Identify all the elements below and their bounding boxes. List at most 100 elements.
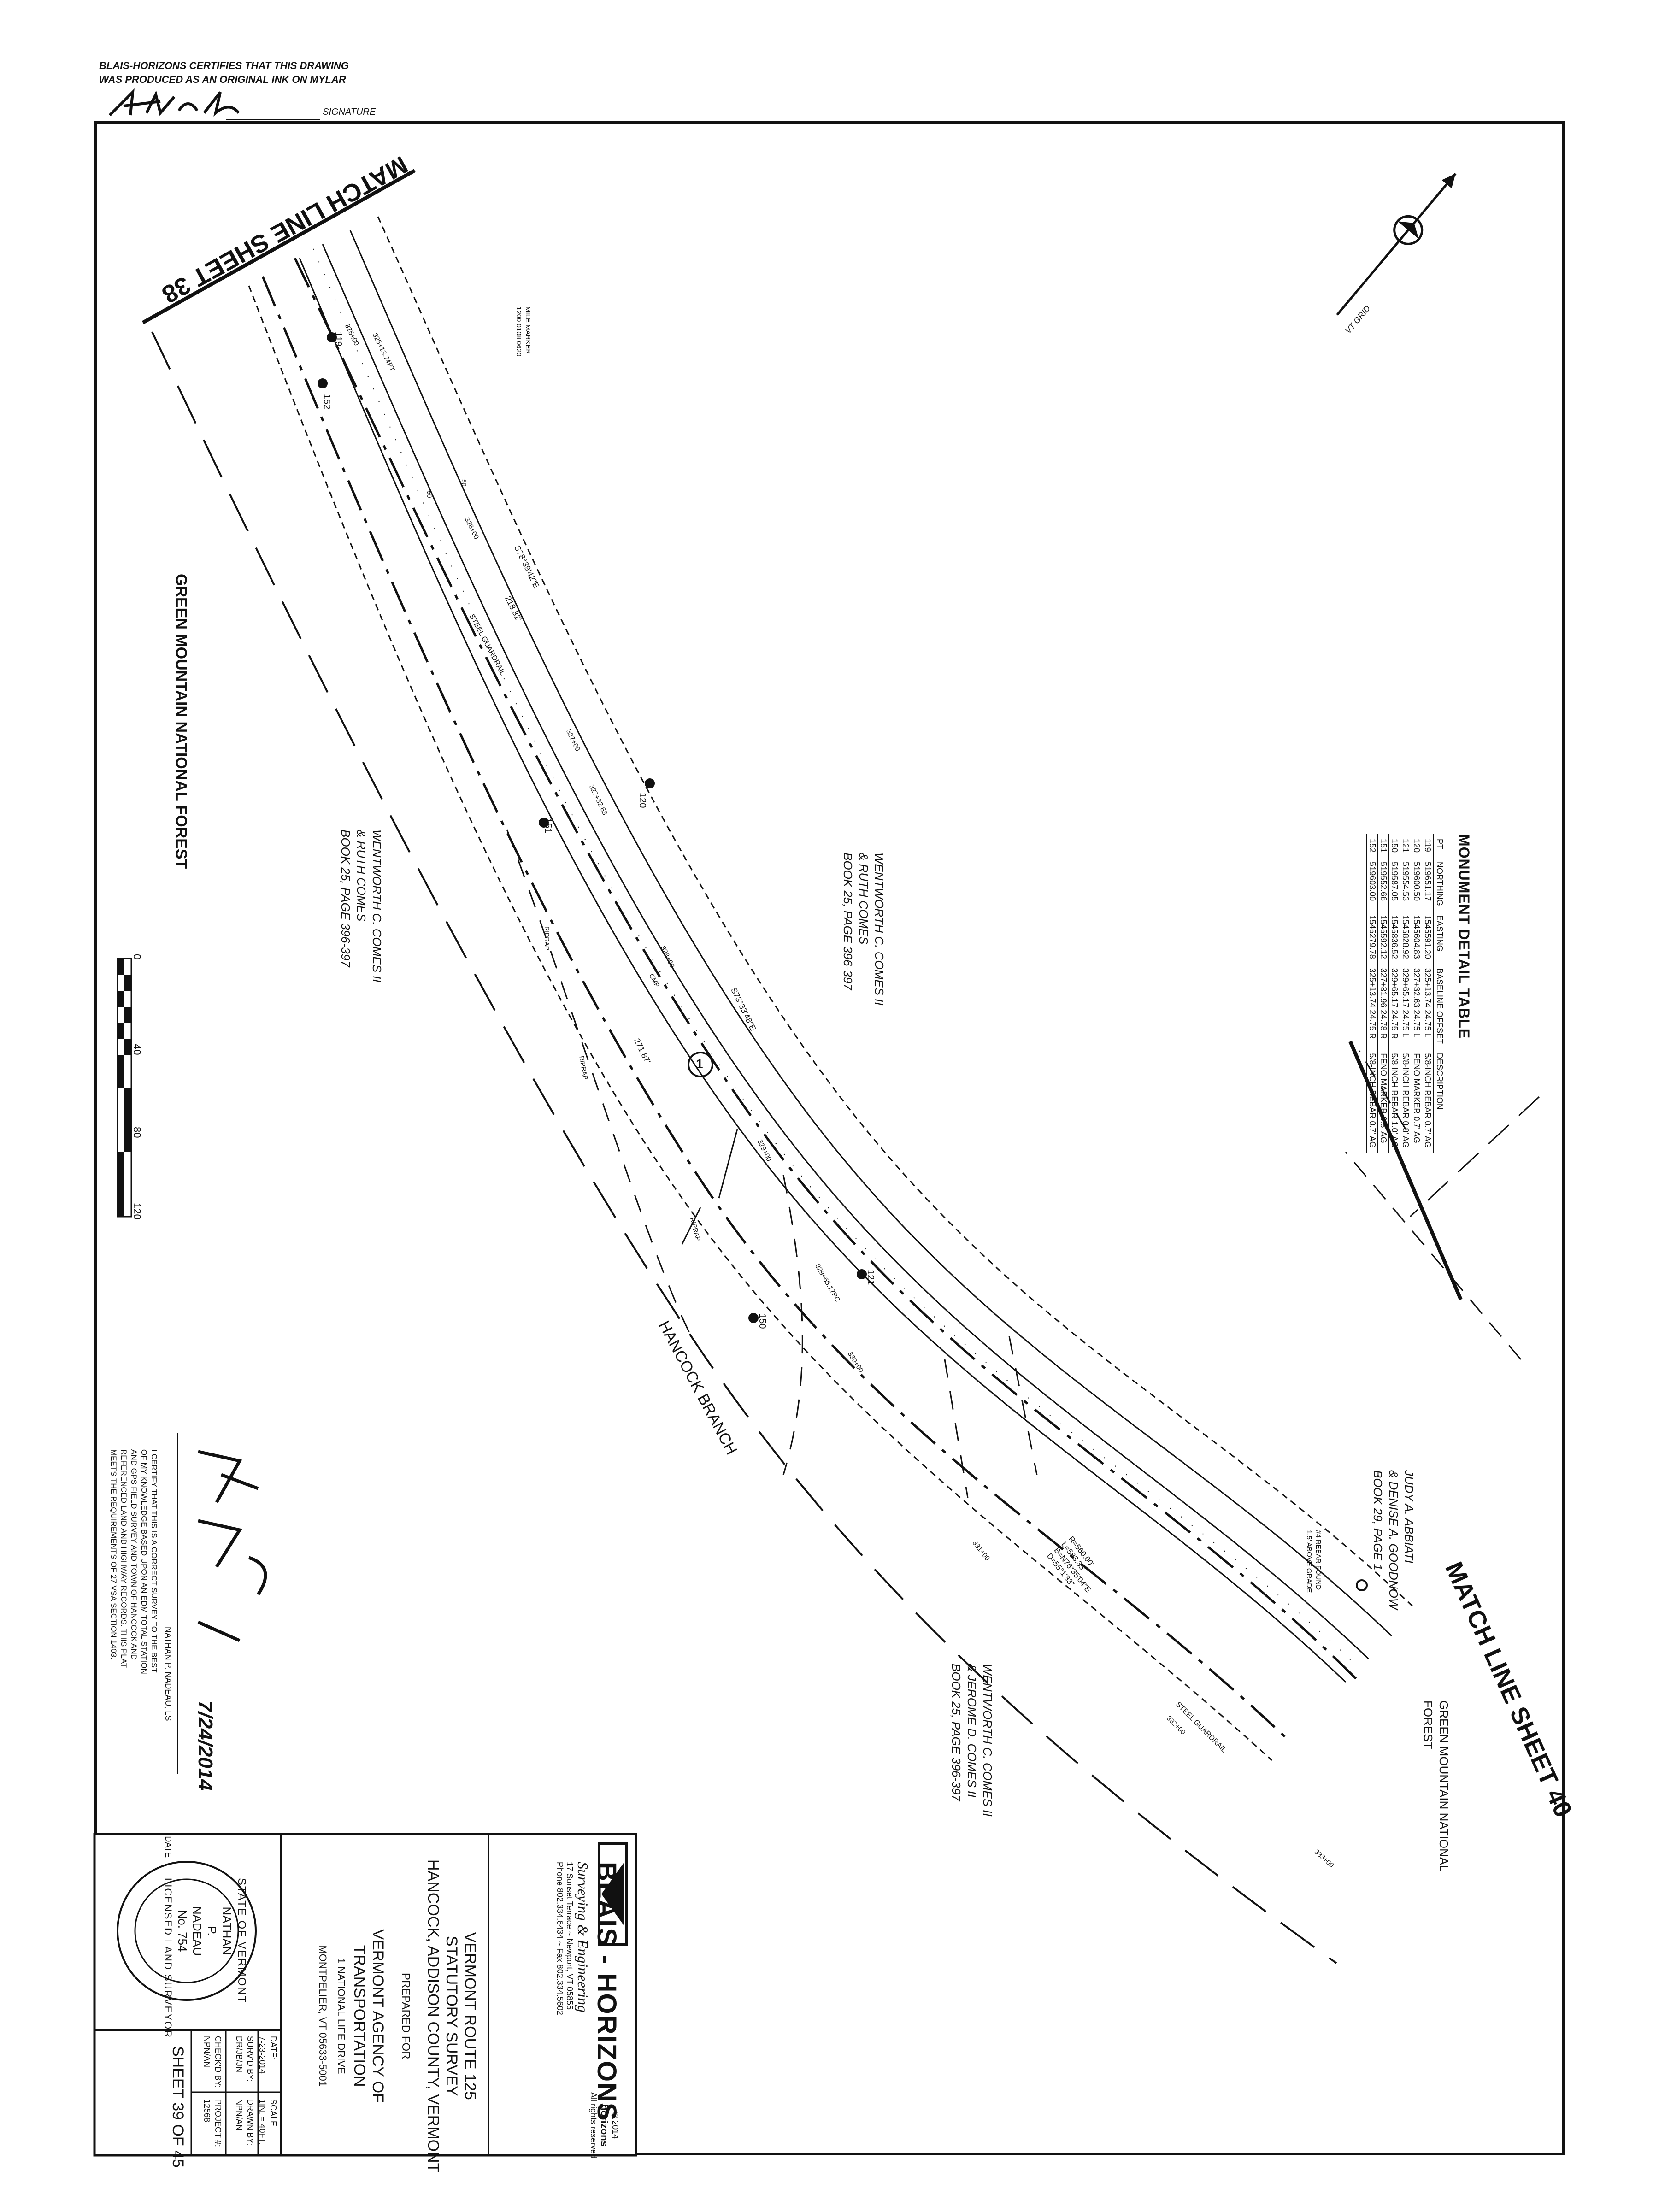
tree-line-north	[377, 216, 1416, 1609]
field-surveyed-by: SURV'D BY:DR/JB/JN	[235, 2036, 255, 2082]
scale-tick: 40	[131, 1044, 143, 1055]
scale-tick: 0	[131, 954, 143, 960]
sheet-border	[94, 121, 1565, 2155]
client-line-2: TRANSPORTATION	[351, 1945, 368, 2087]
seal-name-1: NATHAN	[220, 1906, 234, 1955]
curve-number: 1	[696, 1057, 703, 1071]
guardrail	[313, 248, 1360, 1669]
table-cell: 519603.00	[1366, 857, 1378, 911]
seal-bottom: LICENSED LAND SURVEYOR	[162, 1878, 174, 2039]
seal-name-2: P.	[205, 1926, 219, 1936]
signature-underline	[226, 119, 320, 120]
point-label: 151	[543, 818, 553, 834]
handwritten-date: 7/24/2014	[194, 1700, 217, 1791]
point-120	[645, 778, 655, 788]
table-cell: 150	[1388, 834, 1400, 858]
client-address-1: 1 NATIONAL LIFE DRIVE	[335, 1958, 347, 2074]
table-cell: 1545279.78	[1366, 910, 1378, 964]
point-label: 121	[865, 1270, 876, 1285]
forest-label-left: GREEN MOUNTAIN NATIONAL FOREST	[172, 574, 190, 869]
table-cell: 325+13.74 24.75 L	[1422, 963, 1433, 1048]
scale-bar	[117, 958, 132, 1218]
forest-label-right: GREEN MOUNTAIN NATIONAL FOREST	[1421, 1700, 1451, 1871]
table-cell: 519600.50	[1411, 857, 1422, 911]
header-cell: BASELINE OFFSET	[1433, 963, 1445, 1048]
table-cell: 5/8-INCH REBAR 1.0' AG	[1388, 1048, 1400, 1153]
match-line-bottom	[1348, 1041, 1463, 1300]
table-cell: 327+31.96 24.78 R	[1377, 963, 1389, 1048]
monument-table-title: MONUMENT DETAIL TABLE	[1456, 834, 1472, 1039]
table-cell: 151	[1377, 834, 1389, 858]
field-checked-by: CHECK'D BY:NPN/AN	[202, 2036, 223, 2088]
firm-logo-mark	[598, 1842, 628, 1946]
client-address-2: MONTPELIER, VT 05633-5001	[317, 1945, 329, 2087]
table-cell: 120	[1411, 834, 1422, 858]
table-cell: 1545604.83	[1411, 910, 1422, 964]
rebar-found-point	[1356, 1579, 1368, 1591]
header-cell: NORTHING	[1433, 857, 1445, 911]
table-cell: 519554.53	[1400, 857, 1411, 911]
table-cell: 1545592.12	[1377, 910, 1389, 964]
stream-line-3	[944, 1336, 1038, 1498]
dim-a: 50	[460, 479, 468, 487]
table-cell: 519552.66	[1377, 857, 1389, 911]
firm-tagline: Surveying & Engineering	[575, 1862, 591, 2013]
point-label: 150	[757, 1313, 767, 1329]
owner-comes-jerome: WENTWORTH C. COMES II& JEROME D. COMES I…	[949, 1664, 994, 1817]
scale-tick: 120	[131, 1203, 143, 1220]
copyright-sub: All rights reserved	[589, 2092, 598, 2159]
copyright-block: © 2014 horizons All rights reserved	[588, 2092, 620, 2159]
project-location: HANCOCK, ADDISON COUNTY, VERMONT	[424, 1859, 442, 2173]
table-cell: 519587.05	[1388, 857, 1400, 911]
handwritten-signature-top	[108, 88, 240, 117]
monument-table: PT NORTHING EASTING BASELINE OFFSET DESC…	[1366, 834, 1445, 1153]
seal-name-3: NADEAU	[190, 1906, 204, 1956]
table-cell: 119	[1422, 834, 1433, 858]
header-cell: EASTING	[1433, 910, 1445, 964]
row-line-north	[294, 257, 1360, 1683]
surveyor-name-row: NATHAN P. NADEAU, LS DATE	[163, 1627, 173, 1858]
firm-block: BLAIS - HORIZONS Surveying & Engineering…	[555, 1862, 622, 2122]
firm-logo-arrow	[601, 1862, 624, 1926]
table-cell: 152	[1366, 834, 1378, 858]
point-121	[857, 1269, 867, 1279]
point-label: 152	[322, 394, 332, 410]
client-line-1: VERMONT AGENCY OF	[369, 1929, 387, 2103]
cert-line-1: BLAIS-HORIZONS CERTIFIES THAT THIS DRAWI…	[99, 60, 349, 71]
stream-line-2	[782, 1175, 803, 1475]
point-150	[748, 1313, 759, 1323]
table-cell: 5/8-INCH REBAR 0.8' AG	[1400, 1048, 1411, 1153]
point-152	[318, 378, 328, 388]
table-cell: 329+65.17 24.75 L	[1400, 963, 1411, 1048]
table-cell: 325+13.74 24.75 R	[1366, 963, 1378, 1048]
surveyor-name: NATHAN P. NADEAU, LS	[164, 1627, 173, 1721]
table-cell: 1545828.92	[1400, 910, 1411, 964]
sheet-number: SHEET 39 OF 45	[169, 2046, 187, 2168]
copyright-logo: horizons	[599, 2104, 610, 2147]
tree-line-south	[248, 285, 1273, 1761]
parcel-line	[1345, 1050, 1522, 1360]
point-151	[539, 818, 549, 828]
header-cell: PT	[1433, 834, 1445, 858]
mylar-certification: BLAIS-HORIZONS CERTIFIES THAT THIS DRAWI…	[99, 59, 349, 87]
north-arrow	[1336, 173, 1457, 316]
header-cell: DESCRIPTION	[1433, 1048, 1445, 1153]
point-label: 120	[637, 793, 647, 808]
firm-address: 17 Sunset Terrace ~ Newport, VT 05855	[565, 1862, 574, 2010]
project-name: VERMONT ROUTE 125	[461, 1932, 479, 2100]
surveyor-seal-inner	[134, 1878, 239, 1983]
edge-of-road-north	[349, 230, 1393, 1637]
monument-detail-table: MONUMENT DETAIL TABLE PT NORTHING EASTIN…	[1366, 834, 1472, 1378]
table-cell: FENO MARKER 0.7' AG	[1411, 1048, 1422, 1153]
row-line-south	[261, 276, 1291, 1743]
project-block: VERMONT ROUTE 125 STATUTORY SURVEY HANCO…	[313, 1859, 479, 2172]
signature-label: SIGNATURE	[323, 107, 376, 117]
